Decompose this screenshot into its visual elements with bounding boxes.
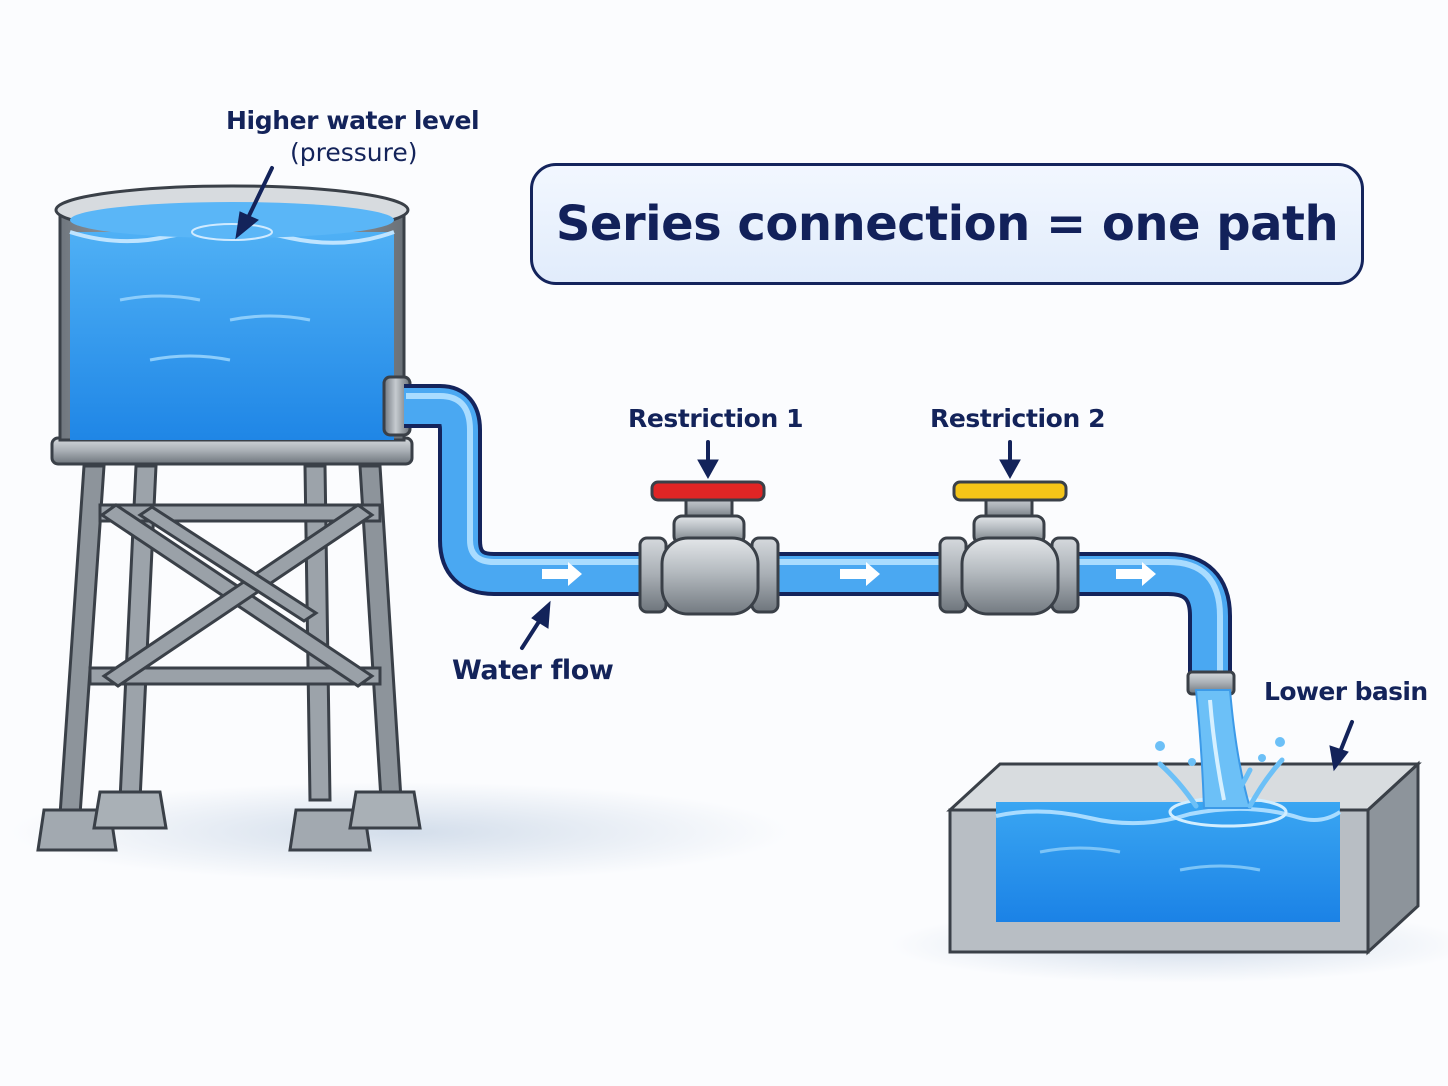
lower-basin-label: Lower basin [1264, 677, 1428, 706]
tank-level-label: Higher water level [226, 106, 480, 135]
arrow-pointer-icon [235, 166, 274, 240]
valve-restriction-2 [938, 480, 1080, 616]
arrow-pointer-icon [520, 600, 551, 650]
pipe [404, 384, 1232, 680]
tower-ground-shadow [10, 782, 790, 882]
right-arrow-icon [1116, 562, 1156, 586]
arrow-pointer-icon [1329, 720, 1354, 772]
right-arrow-icon [840, 562, 880, 586]
restriction-1-label: Restriction 1 [628, 404, 804, 433]
water-tower [36, 184, 422, 852]
tower-legs [58, 464, 404, 817]
valve-1-handle [650, 480, 766, 502]
water-flow-label: Water flow [452, 655, 614, 686]
valve-restriction-1 [638, 480, 780, 616]
valve-2-handle [952, 480, 1068, 502]
arrow-pointer-icon [697, 440, 719, 480]
tower-feet [36, 790, 422, 852]
basin-water [996, 802, 1340, 922]
falling-water [1155, 689, 1285, 809]
tank [54, 184, 410, 442]
diagram-title: Series connection = one path [555, 196, 1339, 252]
restriction-2-label: Restriction 2 [930, 404, 1106, 433]
tower-braces [88, 503, 382, 688]
title-box: Series connection = one path [530, 163, 1364, 285]
label-pointers [235, 166, 1354, 772]
right-arrow-icon [542, 562, 582, 586]
lower-basin [946, 760, 1422, 956]
tower-platform [50, 436, 414, 466]
flow-arrows [542, 562, 1156, 586]
tank-pressure-label: (pressure) [290, 138, 418, 167]
arrow-pointer-icon [999, 440, 1021, 480]
